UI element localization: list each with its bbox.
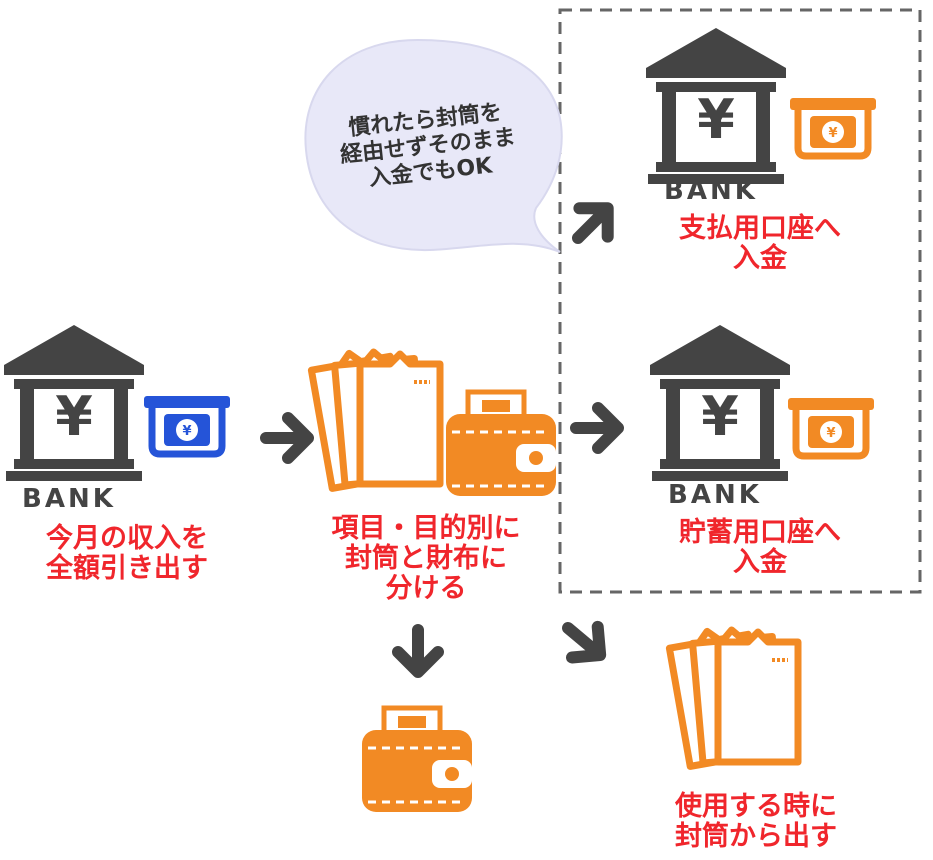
withdraw-bank-label: BANK (22, 484, 116, 514)
savings-bank-label: BANK (668, 480, 762, 510)
split-label: 項目・目的別に 封筒と財布に 分ける (296, 514, 556, 604)
withdraw-label: 今月の収入を 全額引き出す (0, 524, 254, 584)
label-line: 今月の収入を (46, 523, 208, 554)
label-line: 使用する時に (675, 791, 837, 822)
label-line: 貯蓄用口座へ (679, 517, 841, 548)
savings-account-label: 貯蓄用口座へ 入金 (640, 518, 880, 578)
speech-bubble (304, 38, 563, 253)
label-line: 封筒から出す (675, 821, 837, 852)
withdraw-atm-icon (144, 396, 230, 454)
arrow-icon (576, 408, 618, 448)
svg-text:¥: ¥ (701, 385, 739, 448)
use-envelope-icon (668, 624, 798, 766)
payment-bank-icon: ¥ (646, 28, 786, 184)
withdraw-bank-icon: ¥ (4, 325, 144, 481)
accounts-dashed-frame (558, 8, 922, 594)
split-envelope-icon (310, 346, 440, 488)
label-line: 封筒と財布に (345, 543, 507, 574)
use-envelope-label: 使用する時に 封筒から出す (636, 792, 876, 852)
payment-account-label: 支払用口座へ 入金 (640, 214, 880, 274)
svg-text:¥: ¥ (55, 385, 93, 448)
payment-bank-label: BANK (664, 176, 758, 206)
svg-text:¥: ¥ (697, 88, 735, 151)
label-line: 支払用口座へ (679, 213, 841, 244)
savings-bank-icon: ¥ (650, 325, 790, 481)
label-line: 項目・目的別に (331, 513, 521, 544)
bottom-wallet-icon (362, 708, 472, 812)
label-line: 分ける (385, 573, 467, 604)
label-line: 全額引き出す (46, 553, 208, 584)
arrow-icon (564, 194, 622, 252)
savings-atm-icon (788, 398, 874, 456)
payment-atm-icon (790, 98, 876, 156)
arrow-icon (266, 418, 308, 458)
label-line: 入金 (733, 547, 787, 578)
arrow-icon (555, 613, 613, 671)
label-line: 入金 (733, 243, 787, 274)
arrow-icon (398, 630, 438, 672)
split-wallet-icon (446, 392, 556, 496)
